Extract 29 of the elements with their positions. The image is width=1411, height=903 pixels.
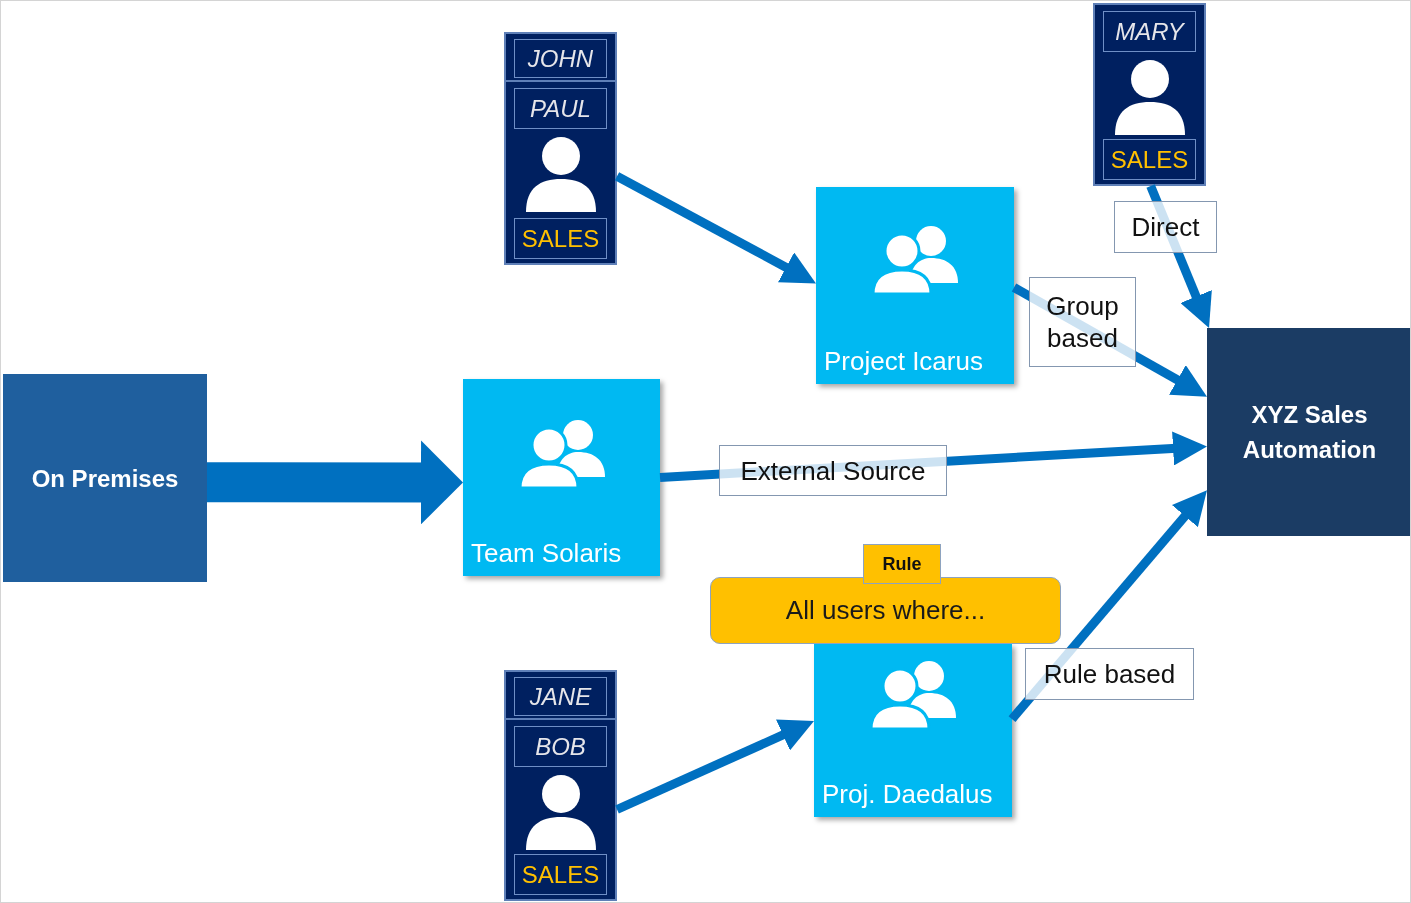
edge-label: Rule based [1025, 648, 1194, 700]
group-name: Project Icarus [824, 346, 983, 376]
person-card [504, 670, 617, 718]
system-box: XYZ Sales Automation [1207, 328, 1410, 536]
group-name: Team Solaris [471, 538, 622, 568]
group-tile [816, 187, 1014, 384]
group-name: Proj. Daedalus [822, 779, 993, 809]
arrow [615, 719, 814, 814]
name-tag: PAUL [514, 88, 607, 129]
edge-label: Direct [1114, 201, 1217, 253]
department-tag: SALES [1103, 139, 1196, 180]
edge-label: External Source [719, 445, 947, 496]
department-tag: SALES [514, 218, 607, 259]
arrow [614, 172, 816, 284]
name-tag: JANE [514, 677, 607, 716]
name-tag: MARY [1103, 11, 1196, 52]
person-card [504, 718, 617, 901]
person-card [1093, 3, 1206, 186]
rule-tab: Rule [863, 544, 941, 584]
department-tag: SALES [514, 854, 607, 895]
person-card [504, 32, 617, 80]
group-tile [463, 379, 660, 576]
person-card [504, 80, 617, 265]
name-tag: JOHN [514, 39, 607, 78]
group-tile [814, 644, 1012, 817]
block-arrow [207, 440, 463, 525]
edge-label: Group based [1029, 277, 1136, 367]
name-tag: BOB [514, 726, 607, 767]
system-box: On Premises [3, 374, 207, 582]
